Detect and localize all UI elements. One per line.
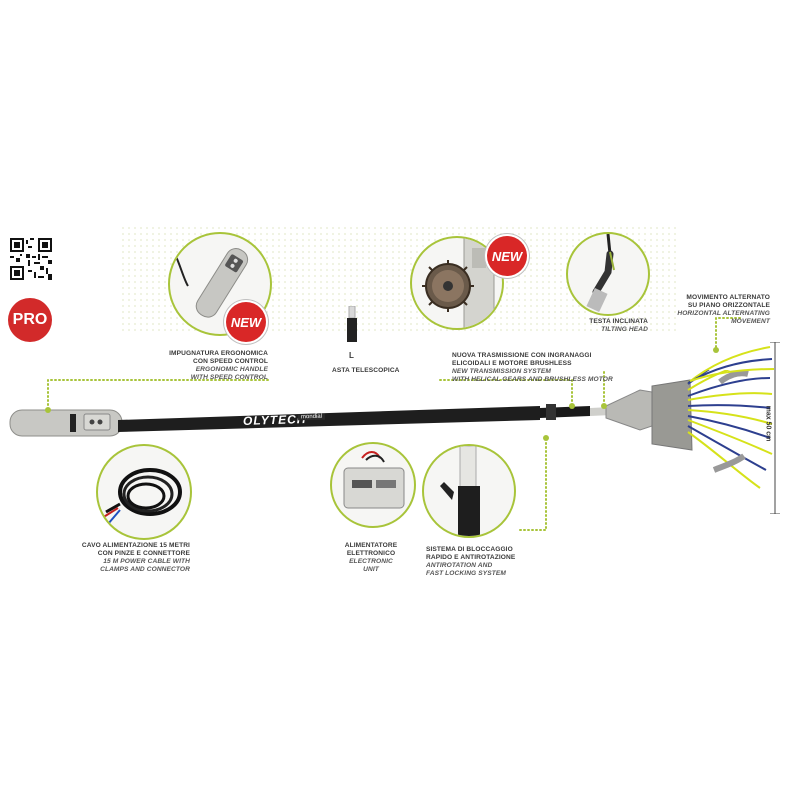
- telescopic-pole-icon: [347, 306, 357, 342]
- unit-label-it: ALIMENTATORE ELETTRONICO: [344, 542, 398, 557]
- tilting-label: TESTA INCLINATA TILTING HEAD: [570, 318, 648, 334]
- electronic-unit-icon: [343, 451, 405, 509]
- power-cable-detail-image: [96, 444, 192, 540]
- telescopic-label: ASTA TELESCOPICA: [332, 367, 400, 374]
- tilting-head-icon: [586, 234, 615, 313]
- tilting-label-it: TESTA INCLINATA: [589, 318, 648, 325]
- ergonomic-handle-icon: [173, 248, 249, 318]
- pro-badge-text: PRO: [12, 311, 48, 328]
- movement-arrow-top: [718, 370, 749, 385]
- movement-label-it: MOVIMENTO ALTERNATO SU PIANO ORIZZONTALE: [686, 294, 770, 309]
- product-handle: [9, 409, 123, 437]
- unit-label-en: ELECTRONIC UNIT: [349, 558, 393, 573]
- cable-label: CAVO ALIMENTAZIONE 15 METRI CON PINZE E …: [72, 534, 190, 582]
- locking-label-it: SISTEMA DI BLOCCAGGIO RAPIDO E ANTIROTAZ…: [426, 546, 516, 561]
- movement-label: MOVIMENTO ALTERNATO SU PIANO ORIZZONTALE…: [670, 286, 770, 334]
- locking-label: SISTEMA DI BLOCCAGGIO RAPIDO E ANTIROTAZ…: [426, 538, 546, 586]
- electronic-unit-detail-image: [330, 442, 416, 528]
- telescopic-letter-label: L: [349, 351, 354, 360]
- tilting-label-en: TILTING HEAD: [601, 326, 648, 333]
- new-badge-text: NEW: [230, 314, 262, 330]
- new-badge-handle: NEW: [226, 302, 266, 342]
- movement-label-en: HORIZONTAL ALTERNATING MOVEMENT: [677, 310, 770, 325]
- power-cable-icon: [101, 468, 182, 525]
- tilting-head-detail-image: [566, 232, 650, 316]
- locking-label-en: ANTIROTATION AND FAST LOCKING SYSTEM: [426, 562, 506, 577]
- new-badge-text: NEW: [491, 248, 523, 264]
- new-badge-transmission: NEW: [487, 236, 527, 276]
- handle-label-it: IMPUGNATURA ERGONOMICA CON SPEED CONTROL: [169, 350, 268, 365]
- handle-label: IMPUGNATURA ERGONOMICA CON SPEED CONTROL…: [150, 342, 268, 390]
- product-illustration: [9, 370, 773, 489]
- product-head: [605, 379, 693, 451]
- locking-system-icon: [440, 446, 480, 536]
- cable-label-en: 15 M POWER CABLE WITH CLAMPS AND CONNECT…: [100, 558, 190, 573]
- handle-label-en: ERGONOMIC HANDLE WITH SPEED CONTROL: [190, 366, 268, 381]
- length-scale: [770, 342, 780, 514]
- cable-label-it: CAVO ALIMENTAZIONE 15 METRI CON PINZE E …: [81, 542, 190, 557]
- transmission-label-en: NEW TRANSMISSION SYSTEM WITH HELICAL GEA…: [452, 368, 613, 383]
- pro-badge: PRO: [8, 298, 52, 342]
- product-upper-tines: [687, 346, 775, 384]
- qr-code-image[interactable]: [10, 238, 52, 280]
- transmission-label-it: NUOVA TRASMISSIONE CON INGRANAGGI ELICOI…: [452, 352, 592, 367]
- transmission-label: NUOVA TRASMISSIONE CON INGRANAGGI ELICOI…: [452, 344, 632, 392]
- movement-arrow-bottom: [712, 453, 746, 473]
- product-pole: [118, 404, 612, 432]
- unit-label: ALIMENTATORE ELETTRONICO ELECTRONIC UNIT: [330, 534, 412, 582]
- locking-system-detail-image: [422, 444, 516, 538]
